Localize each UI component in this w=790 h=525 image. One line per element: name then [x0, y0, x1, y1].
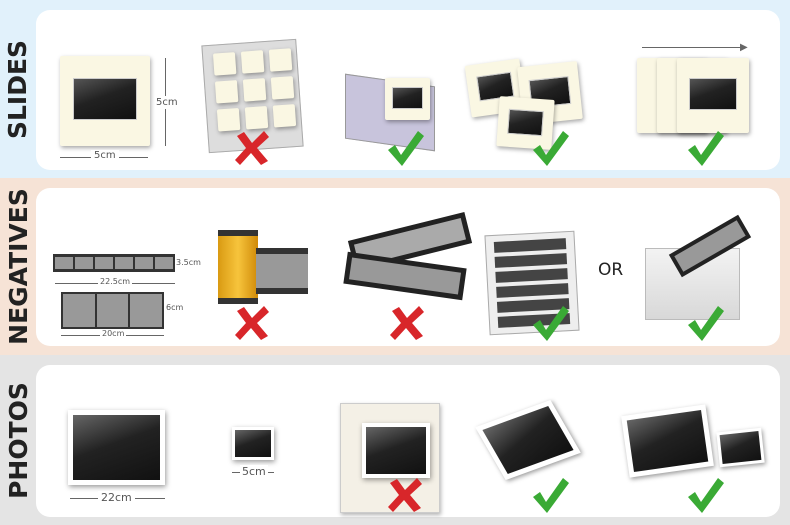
photos-title: PHOTOS: [0, 355, 36, 525]
or-label: OR: [598, 260, 624, 280]
check-icon: [530, 303, 570, 343]
slides-title-text: SLIDES: [3, 39, 33, 139]
check-icon: [385, 128, 425, 168]
check-icon: [685, 303, 725, 343]
small-photo: [232, 427, 274, 460]
strip-length-label: 22.5cm: [98, 277, 133, 286]
loose-photos: [621, 404, 714, 478]
medium-format-strip: [61, 292, 164, 329]
check-icon: [530, 128, 570, 168]
35mm-strip: [53, 254, 175, 272]
check-icon: [685, 128, 725, 168]
negatives-title: NEGATIVES: [0, 178, 36, 355]
slide-height-label: 5cm: [155, 96, 179, 109]
slides-title: SLIDES: [0, 0, 36, 178]
cross-icon: [387, 303, 427, 343]
negatives-title-text: NEGATIVES: [3, 188, 33, 345]
large-photo-label: 22cm: [98, 491, 135, 504]
small-photo-label: 5cm: [240, 465, 268, 478]
photos-section: PHOTOS 22cm 5cm: [0, 355, 790, 525]
photos-title-text: PHOTOS: [3, 381, 33, 499]
film-roll: [218, 230, 258, 304]
strip-height-label: 3.5cm: [176, 258, 201, 267]
check-icon: [530, 475, 570, 515]
medium-length-label: 20cm: [100, 329, 127, 338]
negatives-section: NEGATIVES 3.5cm 22.5cm 6cm 20cm OR: [0, 178, 790, 355]
check-icon: [685, 475, 725, 515]
large-photo: [68, 410, 165, 485]
slide-width-label: 5cm: [91, 150, 119, 161]
cross-icon: [232, 303, 272, 343]
medium-height-label: 6cm: [166, 303, 184, 312]
slides-section: SLIDES 5cm 5cm ▶: [0, 0, 790, 178]
cross-icon: [232, 128, 272, 168]
cross-icon: [385, 475, 425, 515]
slide-example: [60, 56, 150, 146]
